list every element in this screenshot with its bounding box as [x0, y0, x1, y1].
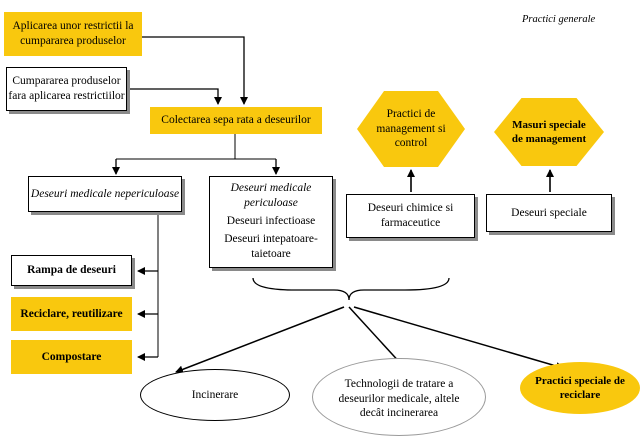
arrow-to-tehnologii [348, 306, 404, 367]
node-tehnologii-tratare: Technologii de tratare a deseurilor medi… [312, 358, 486, 436]
node-aplicarea-restrictii: Aplicarea unor restrictii la cumpararea … [4, 12, 142, 56]
node-deseuri-speciale: Deseuri speciale [486, 194, 612, 232]
node-cumpararea-fara-restrictii: Cumpararea produselor fara aplicarea res… [6, 67, 127, 111]
grouping-brace [252, 277, 450, 301]
arrow-to-incinerare [175, 306, 345, 374]
periculoase-intepatoare: Deseuri intepatoare-taietoare [224, 232, 318, 260]
node-practici-speciale-reciclare: Practici speciale de reciclare [520, 362, 640, 414]
arrow-to-practici-reciclare [353, 306, 564, 370]
periculoase-title: Deseuri medicale periculoase [230, 182, 312, 209]
arrow-aplicarea-to-colectarea [142, 36, 248, 105]
node-deseuri-chimice-farmaceutice: Deseuri chimice si farmaceutice [346, 194, 475, 238]
node-deseuri-periculoase: Deseuri medicale periculoase Deseuri inf… [209, 176, 333, 268]
diagram-caption: Practici generale [522, 14, 596, 25]
node-compostare: Compostare [11, 340, 132, 374]
node-incinerare: Incinerare [140, 369, 290, 421]
node-reciclare-reutilizare: Reciclare, reutilizare [11, 297, 132, 331]
periculoase-infectioase: Deseuri infectioase [226, 214, 316, 227]
node-deseuri-nepericuloase: Deseuri medicale nepericuloase [28, 176, 182, 212]
node-colectarea-separata: Colectarea sepa rata a deseurilor [150, 107, 322, 134]
node-rampa-deseuri: Rampa de deseuri [11, 255, 132, 286]
arrow-cumpararea-to-colectarea [127, 88, 222, 105]
